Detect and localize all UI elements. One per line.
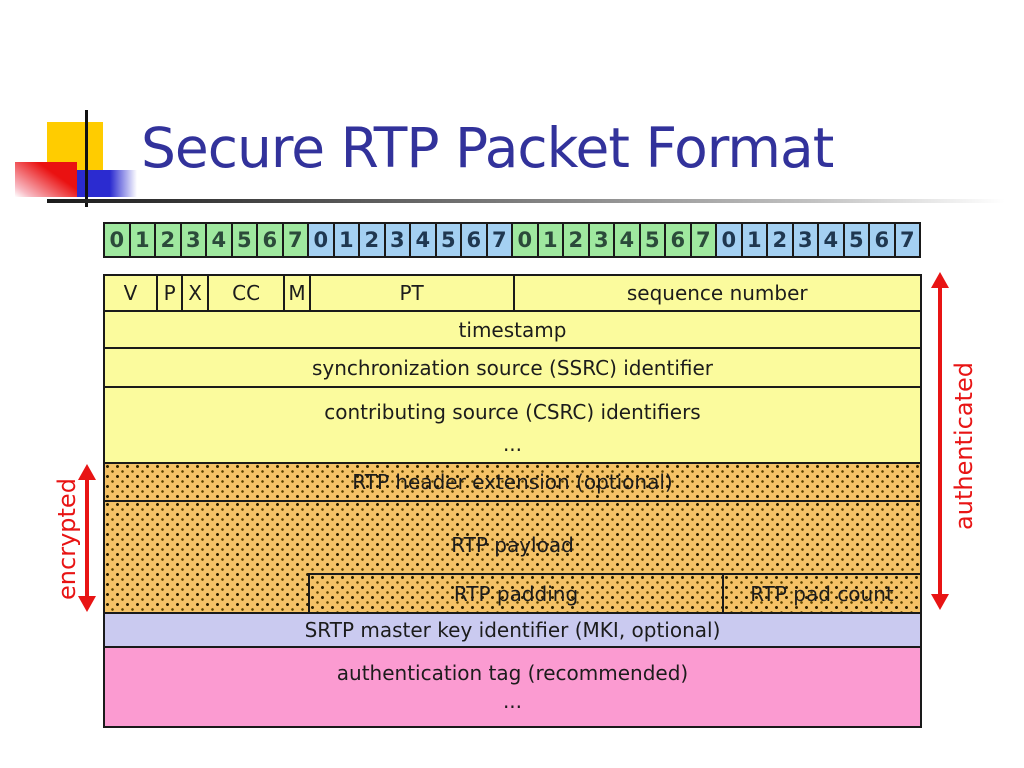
decor-vertical-line <box>85 110 88 207</box>
auth-tag-label: authentication tag (recommended) <box>336 661 689 685</box>
bit-cell: 0 <box>511 224 537 256</box>
bit-cell: 7 <box>689 224 715 256</box>
authenticated-range-arrow <box>929 272 951 610</box>
slide-title: Secure RTP Packet Format <box>141 116 834 180</box>
cell-rtp-pad-count: RTP pad count <box>722 573 920 612</box>
bit-cell: 5 <box>434 224 460 256</box>
bit-cell: 0 <box>307 224 333 256</box>
arrow-up-icon <box>78 464 96 480</box>
bit-cell: 7 <box>281 224 307 256</box>
bit-cell: 3 <box>587 224 613 256</box>
rtp-pad-count-label: RTP pad count <box>750 581 894 606</box>
row-header-extension: RTP header extension (optional) <box>105 464 920 502</box>
bit-cell: 3 <box>791 224 817 256</box>
bit-cell: 4 <box>205 224 231 256</box>
bit-cell: 2 <box>766 224 792 256</box>
row-csrc: contributing source (CSRC) identifiers .… <box>105 388 920 464</box>
bit-cell: 0 <box>715 224 741 256</box>
decor-horizontal-rule <box>47 199 1005 203</box>
field-sequence-number: sequence number <box>512 276 921 310</box>
header-extension-label: RTP header extension (optional) <box>352 470 673 494</box>
arrow-up-icon <box>931 272 949 288</box>
decor-red-square <box>15 162 77 197</box>
bit-cell: 5 <box>638 224 664 256</box>
bit-cell: 7 <box>893 224 919 256</box>
bit-cell: 2 <box>154 224 180 256</box>
bit-cell: 4 <box>409 224 435 256</box>
bit-cell: 1 <box>740 224 766 256</box>
bit-cell: 0 <box>105 224 129 256</box>
arrow-shaft <box>85 475 89 601</box>
arrow-shaft <box>938 283 942 599</box>
field-cc: CC <box>206 276 283 310</box>
field-x: X <box>181 276 206 310</box>
bit-cell: 5 <box>842 224 868 256</box>
bit-cell: 6 <box>460 224 486 256</box>
mki-label: SRTP master key identifier (MKI, optiona… <box>304 618 721 642</box>
ssrc-label: synchronization source (SSRC) identifier <box>311 355 714 380</box>
auth-tag-ellipsis: ... <box>502 689 523 713</box>
bit-cell: 7 <box>485 224 511 256</box>
bit-cell: 4 <box>817 224 843 256</box>
field-pt: PT <box>308 276 513 310</box>
csrc-ellipsis: ... <box>502 432 523 456</box>
encrypted-range-arrow <box>77 464 97 612</box>
bit-cell: 3 <box>383 224 409 256</box>
bit-cell: 1 <box>332 224 358 256</box>
row-payload: RTP payload RTP padding RTP pad count <box>105 502 920 614</box>
bit-cell: 3 <box>179 224 205 256</box>
row-auth-tag: authentication tag (recommended) ... <box>105 648 920 726</box>
field-p: P <box>155 276 181 310</box>
field-v: V <box>123 281 138 305</box>
payload-label: RTP payload <box>451 533 574 557</box>
bit-cell: 2 <box>562 224 588 256</box>
bit-cell: 4 <box>613 224 639 256</box>
encrypted-label: encrypted <box>53 478 81 600</box>
bit-cell: 1 <box>128 224 154 256</box>
cell-rtp-padding: RTP padding <box>308 573 722 612</box>
field-m: M <box>283 276 308 310</box>
row-timestamp: timestamp <box>105 312 920 349</box>
csrc-label: contributing source (CSRC) identifiers <box>324 400 701 424</box>
row-mki: SRTP master key identifier (MKI, optiona… <box>105 614 920 648</box>
bit-cell: 6 <box>256 224 282 256</box>
bit-cell: 6 <box>664 224 690 256</box>
bit-cell: 2 <box>358 224 384 256</box>
row-ssrc: synchronization source (SSRC) identifier <box>105 349 920 388</box>
arrow-down-icon <box>78 596 96 612</box>
rtp-padding-label: RTP padding <box>453 581 579 606</box>
bit-cell: 1 <box>536 224 562 256</box>
timestamp-label: timestamp <box>458 317 567 342</box>
bit-cell: 6 <box>868 224 894 256</box>
bit-cell: 5 <box>230 224 256 256</box>
authenticated-label: authenticated <box>950 362 978 530</box>
arrow-down-icon <box>931 594 949 610</box>
